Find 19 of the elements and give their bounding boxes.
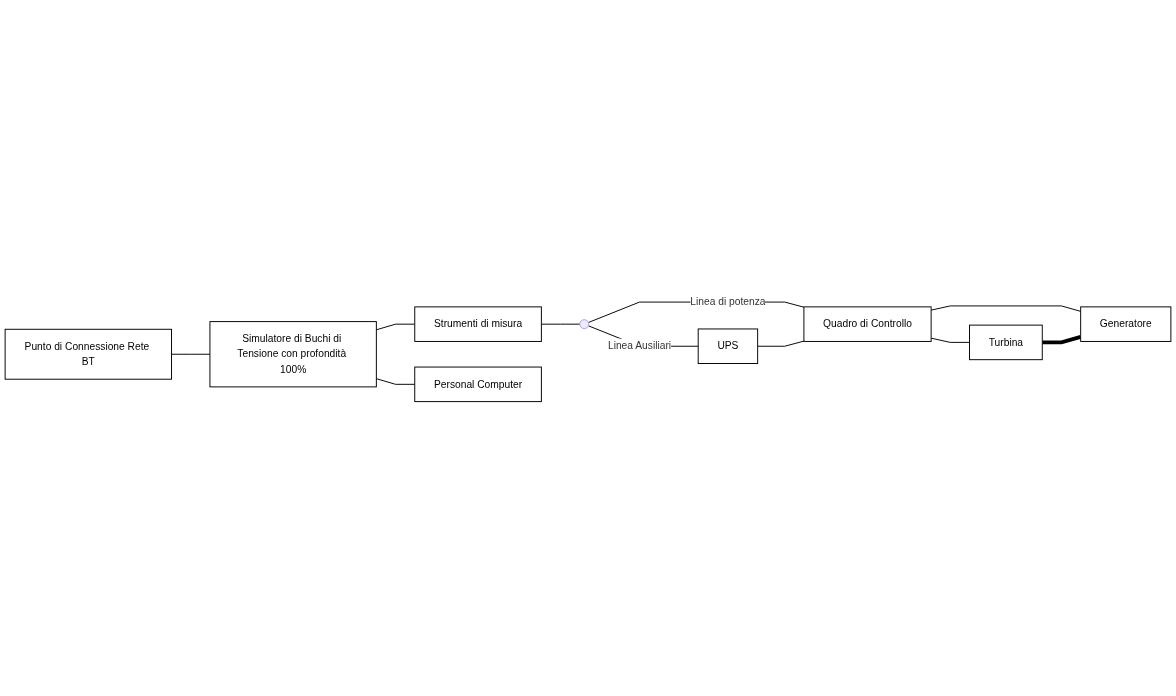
connector xyxy=(757,340,805,347)
connector xyxy=(1042,335,1082,345)
node-box: Strumenti di misura xyxy=(414,306,542,342)
connector xyxy=(930,305,1082,312)
connector xyxy=(375,378,416,385)
node-box: Quadro di Controllo xyxy=(803,306,932,342)
edge-label: Linea di potenza xyxy=(690,296,766,308)
node-box: Turbina xyxy=(969,324,1043,361)
connector xyxy=(930,337,970,343)
node-box: Personal Computer xyxy=(414,366,542,403)
node-box: Punto di Connessione Rete BT xyxy=(4,328,172,380)
connector xyxy=(375,323,416,331)
connector xyxy=(171,353,211,355)
edge-label: Linea Ausiliari xyxy=(607,340,672,352)
node-circle xyxy=(579,319,590,329)
node-box: Generatore xyxy=(1080,306,1172,342)
node-box: Simulatore di Buchi di Tensione con profondità 100% xyxy=(209,321,377,388)
connector xyxy=(540,323,581,325)
node-box: UPS xyxy=(697,328,759,364)
